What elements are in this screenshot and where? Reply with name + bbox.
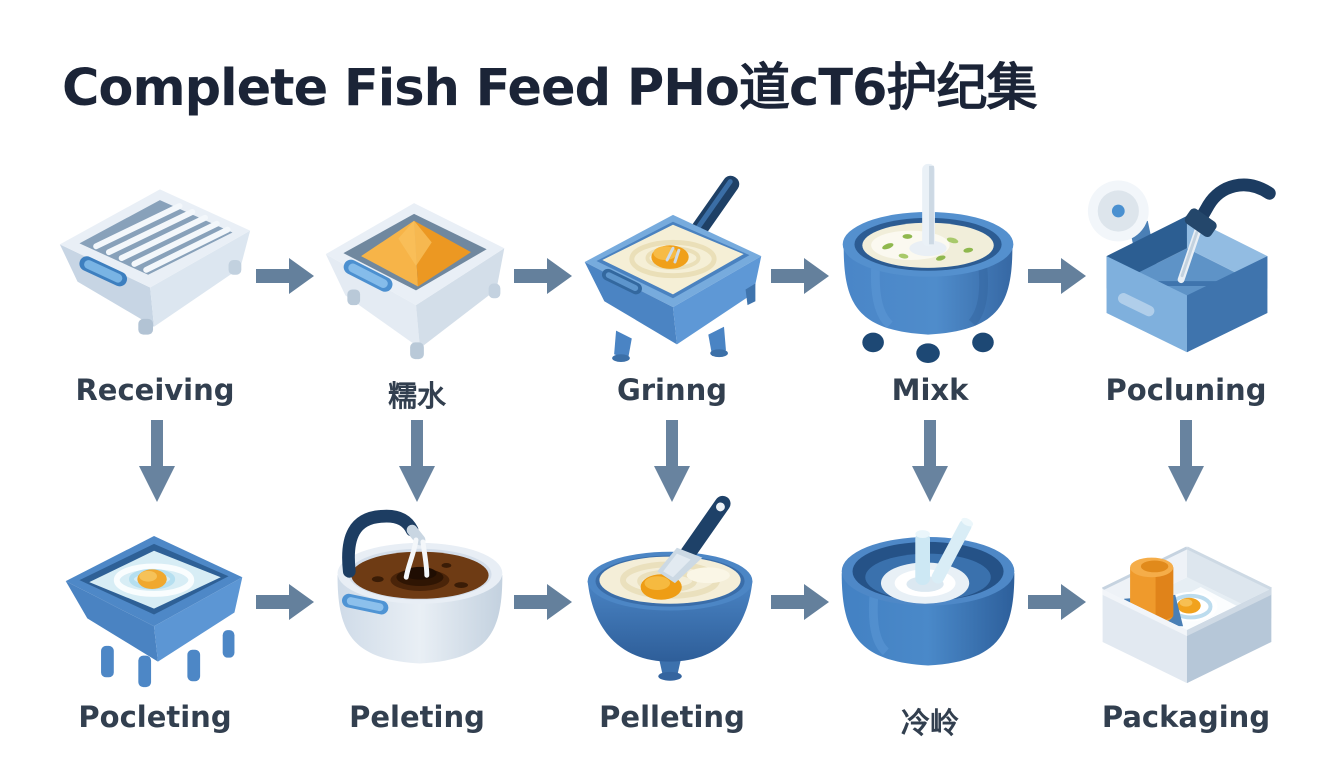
diagram-title: Complete Fish Feed PHo道cT6护纪集 [62,59,1037,118]
arrow-right-icon [256,582,316,622]
step-label: Peleting [349,700,485,734]
station-grinding: Grinng [552,155,792,425]
mixing-pot-icon [810,155,1050,367]
station-soaking: Pocleting [35,482,275,752]
step-label: Receiving [75,373,235,407]
step-label: Pocluning [1105,373,1267,407]
station-mixing: Mixk [810,155,1050,425]
raw-material-bin-icon [297,155,537,367]
station-raw-material: 糯水 [297,155,537,425]
step-label: Mixk [891,373,969,407]
arrow-right-icon [1028,582,1088,622]
arrow-right-icon [1028,256,1088,296]
packaging-box-icon [1066,482,1306,694]
arrow-right-icon [514,256,574,296]
conditioning-pot-icon [297,482,537,694]
arrow-down-icon [137,420,177,504]
step-label: 糯水 [387,379,446,413]
arrow-right-icon [256,256,316,296]
arrow-down-icon [910,420,950,504]
step-label: 冷岭 [900,706,959,740]
arrow-right-icon [771,256,831,296]
receiving-tray-icon [35,155,275,367]
station-pelleting: Pelleting [552,482,792,752]
grinding-vat-icon [552,155,792,367]
station-conveying: Pocluning [1066,155,1306,425]
pellet-bowl-icon [552,482,792,694]
station-receiving: Receiving [35,155,275,425]
step-label: Pocleting [78,700,232,734]
step-label: Packaging [1101,700,1271,734]
station-packaging: Packaging [1066,482,1306,752]
arrow-right-icon [771,582,831,622]
arrow-down-icon [1166,420,1206,504]
soaking-vat-icon [35,482,275,694]
step-label: Pelleting [599,700,745,734]
step-label: Grinng [616,373,728,407]
conveyor-box-icon [1066,155,1306,367]
station-cooling: 冷岭 [810,482,1050,752]
arrow-down-icon [397,420,437,504]
arrow-right-icon [514,582,574,622]
arrow-down-icon [652,420,692,504]
station-conditioning: Peleting [297,482,537,752]
cooling-drum-icon [810,482,1050,694]
